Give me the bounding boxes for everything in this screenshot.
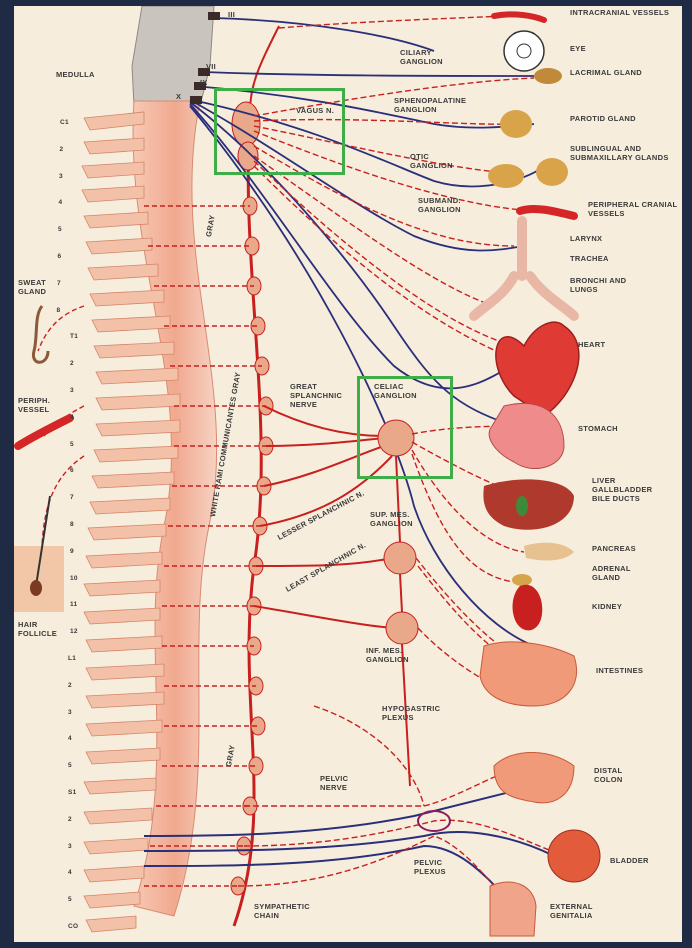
chain-ganglia [231,102,273,895]
vertebra-label: 5 [68,895,72,904]
vertebra-label: 4 [68,734,72,743]
label-great-splanchnic-nerve: GREAT SPLANCHNIC NERVE [290,382,360,409]
label-cranial-nerve-ix: IX [200,78,208,87]
label-lacrimal-gland: LACRIMAL GLAND [570,68,642,77]
vertebra-label: 7 [57,279,61,288]
label-larynx: LARYNX [570,234,602,243]
distal-colon-shape [494,752,574,802]
adrenal-gland-shape [512,574,532,586]
label-cranial-nerve-vii: VII [206,62,216,71]
vertebra-label: Co [68,922,78,931]
vertebra-label: 8 [70,520,74,529]
vertebra-label: 2 [68,681,72,690]
peripheral-vessel-shape [18,418,70,446]
kidney-shape [513,585,543,631]
label-hair-follicle: HAIR FOLLICLE [18,620,62,638]
sublingual-gland-shape [536,158,568,186]
submaxillary-gland-shape [488,164,524,188]
label-medulla: MEDULLA [56,70,95,79]
label-sympathetic-chain: SYMPATHETIC CHAIN [254,902,324,920]
heart-shape [496,322,579,416]
cranial-vessel-shape [520,209,574,216]
label-otic-ganglion: OTIC GANGLION [410,152,466,170]
label-hypogastric-plexus: HYPOGASTRIC PLEXUS [382,704,452,722]
label-peripheral-cranial-vessels: PERIPHERAL CRANIAL VESSELS [588,200,678,218]
gallbladder-shape [516,496,528,516]
label-celiac-ganglion: CELIAC GANGLION [374,382,434,400]
vertebra-label: 3 [68,708,72,717]
genitalia-shape [490,882,536,936]
vertebra-label: 3 [68,842,72,851]
vertebra-label: 2 [60,145,64,154]
vertebra-label: 5 [58,225,62,234]
vertebra-label: 6 [58,252,62,261]
label-inf-mes-ganglion: INF. MES. GANGLION [366,646,426,664]
vertebra-label: L1 [68,654,76,663]
vertebra-label: 6 [70,466,74,475]
vagus-highlight-box [214,88,345,175]
liver-shape [483,479,574,529]
label-distal-colon: DISTAL COLON [594,766,634,784]
label-kidney: KIDNEY [592,602,622,611]
vertebra-label: C1 [60,118,69,127]
intracranial-vessel-shape [494,14,544,20]
vertebra-label: S1 [68,788,77,797]
label-stomach: STOMACH [578,424,618,433]
label-bladder: BLADDER [610,856,649,865]
label-liver: LIVER GALLBLADDER BILE DUCTS [592,476,672,503]
label-trachea: TRACHEA [570,254,609,263]
medulla-shape [132,6,214,106]
label-sphenopalatine-ganglion: SPHENOPALATINE GANGLION [394,96,484,114]
label-pelvic-nerve: PELVIC NERVE [320,774,360,792]
stomach-shape [489,403,564,468]
vertebra-label: 5 [68,761,72,770]
trachea-shape [474,221,574,316]
label-eye: EYE [570,44,586,53]
vertebra-label: 12 [70,627,78,636]
vertebra-label: 8 [57,306,61,315]
vertebra-label: 5 [70,440,74,449]
label-parotid-gland: PAROTID GLAND [570,114,636,123]
vertebra-label: T1 [70,332,78,341]
label-ciliary-ganglion: CILIARY GANGLION [400,48,460,66]
label-cranial-nerve-x: X [176,92,181,101]
label-heart: HEART [578,340,605,349]
diagram-sheet: INTRACRANIAL VESSELS III EYE CILIARY GAN… [14,6,682,942]
vertebra-label: 2 [68,815,72,824]
label-submaxillary-glands: SUBLINGUAL AND SUBMAXILLARY GLANDS [570,144,670,162]
vertebra-label: 4 [68,868,72,877]
vertebra-label: 4 [70,413,74,422]
vertebra-label: 4 [59,198,63,207]
label-submand-ganglion: SUBMAND. GANGLION [418,196,488,214]
intestines-shape [480,642,577,706]
vertebra-label: 3 [59,172,63,181]
sympathetic-head [254,16,534,366]
label-sup-mes-ganglion: SUP. MES. GANGLION [370,510,426,528]
hair-bulb [30,580,42,596]
eye-shape [504,31,544,71]
lacrimal-gland-shape [534,68,562,84]
label-intracranial-vessels: INTRACRANIAL VESSELS [570,8,670,17]
label-bronchi-lungs: BRONCHI AND LUNGS [570,276,650,294]
vertebra-label: 3 [70,386,74,395]
label-pelvic-plexus: PELVIC PLEXUS [414,858,454,876]
pancreas-shape [524,543,574,561]
vertebra-label: 2 [70,359,74,368]
label-periph-vessel: PERIPH. VESSEL [18,396,58,414]
vertebra-label: 11 [70,600,77,609]
label-sweat-gland: SWEAT GLAND [18,278,58,296]
vertebra-label: 10 [70,574,78,583]
label-vagus-n: VAGUS N. [296,106,334,115]
label-adrenal-gland: ADRENAL GLAND [592,564,642,582]
bladder-shape [548,830,600,882]
hair-follicle-skin [14,546,64,612]
parotid-gland-shape [500,110,532,138]
label-intestines: INTESTINES [596,666,643,675]
vertebra-label: 9 [70,547,74,556]
vertebra-label: 7 [70,493,74,502]
label-pancreas: PANCREAS [592,544,636,553]
label-cranial-nerve-iii: III [228,10,235,19]
label-external-genitalia: EXTERNAL GENITALIA [550,902,610,920]
